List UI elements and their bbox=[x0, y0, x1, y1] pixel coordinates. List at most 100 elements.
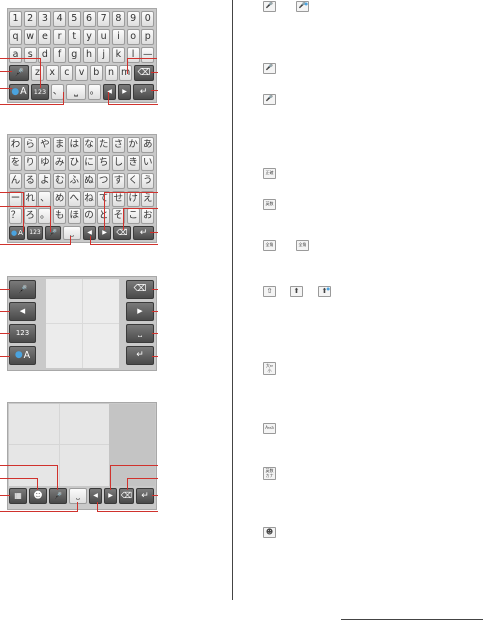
handwriting-pad[interactable] bbox=[46, 279, 119, 368]
key[interactable]: を bbox=[9, 155, 22, 171]
key[interactable]: 4 bbox=[53, 11, 67, 27]
voice-input-key[interactable]: 🎤 bbox=[9, 280, 36, 299]
mode-switch-key[interactable]: ●A bbox=[9, 84, 29, 100]
key[interactable]: お bbox=[141, 208, 155, 224]
key[interactable]: す bbox=[111, 173, 125, 189]
cursor-right-key[interactable]: ▶ bbox=[104, 488, 117, 504]
key[interactable]: ゆ bbox=[38, 155, 52, 171]
key[interactable]: ほ bbox=[67, 208, 81, 224]
key[interactable]: 8 bbox=[111, 11, 125, 27]
key[interactable]: つ bbox=[97, 173, 111, 189]
voice-input-key[interactable]: 🎤 bbox=[9, 65, 29, 81]
key[interactable]: ？ bbox=[9, 208, 22, 224]
enter-key[interactable]: ↵ bbox=[133, 84, 154, 100]
key[interactable]: た bbox=[97, 137, 111, 153]
key[interactable]: な bbox=[82, 137, 96, 153]
key[interactable]: ら bbox=[23, 137, 37, 153]
key[interactable]: 5 bbox=[67, 11, 81, 27]
key[interactable]: は bbox=[67, 137, 81, 153]
backspace-key[interactable]: ⌫ bbox=[119, 488, 134, 504]
key[interactable]: や bbox=[38, 137, 52, 153]
key[interactable]: w bbox=[23, 29, 37, 45]
key[interactable]: j bbox=[97, 47, 111, 63]
voice-input-key[interactable]: 🎤 bbox=[45, 226, 61, 240]
cursor-left-key[interactable]: ◀ bbox=[103, 84, 116, 100]
key[interactable]: る bbox=[23, 173, 37, 189]
cursor-right-key[interactable]: ▶ bbox=[126, 302, 154, 321]
key[interactable]: わ bbox=[9, 137, 22, 153]
enter-key[interactable]: ↵ bbox=[136, 488, 154, 504]
mode-switch-key[interactable]: ●A bbox=[9, 226, 25, 240]
cursor-right-key[interactable]: ▶ bbox=[118, 84, 131, 100]
space-key[interactable]: ⎵ bbox=[69, 488, 87, 504]
key[interactable]: の bbox=[82, 208, 96, 224]
key[interactable]: a bbox=[9, 47, 22, 63]
key[interactable]: 、 bbox=[38, 191, 52, 207]
period-key[interactable]: 。 bbox=[88, 84, 101, 100]
key[interactable]: よ bbox=[38, 173, 52, 189]
key[interactable]: む bbox=[53, 173, 67, 189]
key[interactable]: め bbox=[53, 191, 67, 207]
handwriting-pad-2[interactable] bbox=[9, 404, 155, 486]
key[interactable]: k bbox=[111, 47, 125, 63]
key[interactable]: と bbox=[97, 208, 111, 224]
key[interactable]: n bbox=[104, 65, 118, 81]
key[interactable]: v bbox=[75, 65, 89, 81]
key[interactable]: 9 bbox=[126, 11, 140, 27]
key[interactable]: y bbox=[82, 29, 96, 45]
key[interactable]: あ bbox=[141, 137, 155, 153]
backspace-key[interactable]: ⌫ bbox=[134, 65, 154, 81]
key[interactable]: b bbox=[89, 65, 103, 81]
key[interactable]: か bbox=[126, 137, 140, 153]
key[interactable]: に bbox=[82, 155, 96, 171]
key[interactable]: き bbox=[126, 155, 140, 171]
key[interactable]: l bbox=[126, 47, 140, 63]
menu-key[interactable]: ▦ bbox=[9, 488, 27, 504]
mode-switch-key[interactable]: ●A bbox=[9, 346, 36, 365]
key[interactable]: う bbox=[141, 173, 155, 189]
key[interactable]: — bbox=[141, 47, 155, 63]
key[interactable]: h bbox=[82, 47, 96, 63]
key[interactable]: r bbox=[53, 29, 67, 45]
enter-key[interactable]: ↵ bbox=[126, 346, 154, 365]
key[interactable]: そ bbox=[111, 208, 125, 224]
space-key[interactable]: ⎵ bbox=[63, 226, 81, 240]
key[interactable]: ぬ bbox=[82, 173, 96, 189]
cursor-left-key[interactable]: ◀ bbox=[83, 226, 96, 240]
key[interactable]: i bbox=[111, 29, 125, 45]
key[interactable]: ひ bbox=[67, 155, 81, 171]
key[interactable]: ま bbox=[53, 137, 67, 153]
key[interactable]: ん bbox=[9, 173, 22, 189]
key[interactable]: u bbox=[97, 29, 111, 45]
key[interactable]: み bbox=[53, 155, 67, 171]
key[interactable]: こ bbox=[126, 208, 140, 224]
key[interactable]: り bbox=[23, 155, 37, 171]
key[interactable]: 0 bbox=[141, 11, 155, 27]
key[interactable]: さ bbox=[111, 137, 125, 153]
key[interactable]: 1 bbox=[9, 11, 22, 27]
key[interactable]: へ bbox=[67, 191, 81, 207]
key[interactable]: え bbox=[141, 191, 155, 207]
enter-key[interactable]: ↵ bbox=[133, 226, 154, 240]
key[interactable]: f bbox=[53, 47, 67, 63]
backspace-key[interactable]: ⌫ bbox=[113, 226, 131, 240]
key[interactable]: し bbox=[111, 155, 125, 171]
key[interactable]: o bbox=[126, 29, 140, 45]
key[interactable]: れ bbox=[23, 191, 37, 207]
key[interactable]: 7 bbox=[97, 11, 111, 27]
key[interactable]: g bbox=[67, 47, 81, 63]
key[interactable]: け bbox=[126, 191, 140, 207]
key[interactable]: c bbox=[60, 65, 74, 81]
space-key[interactable]: ⎵ bbox=[66, 84, 86, 100]
key[interactable]: も bbox=[53, 208, 67, 224]
number-key[interactable]: 123 bbox=[27, 226, 43, 240]
key[interactable]: m bbox=[119, 65, 133, 81]
number-key[interactable]: 123 bbox=[31, 84, 49, 100]
key[interactable]: x bbox=[45, 65, 59, 81]
key[interactable]: ね bbox=[82, 191, 96, 207]
key[interactable]: q bbox=[9, 29, 22, 45]
key[interactable]: ー bbox=[9, 191, 22, 207]
emoji-key[interactable]: ☻ bbox=[29, 488, 47, 504]
key[interactable]: 6 bbox=[82, 11, 96, 27]
space-key[interactable]: ⎵ bbox=[126, 324, 154, 343]
